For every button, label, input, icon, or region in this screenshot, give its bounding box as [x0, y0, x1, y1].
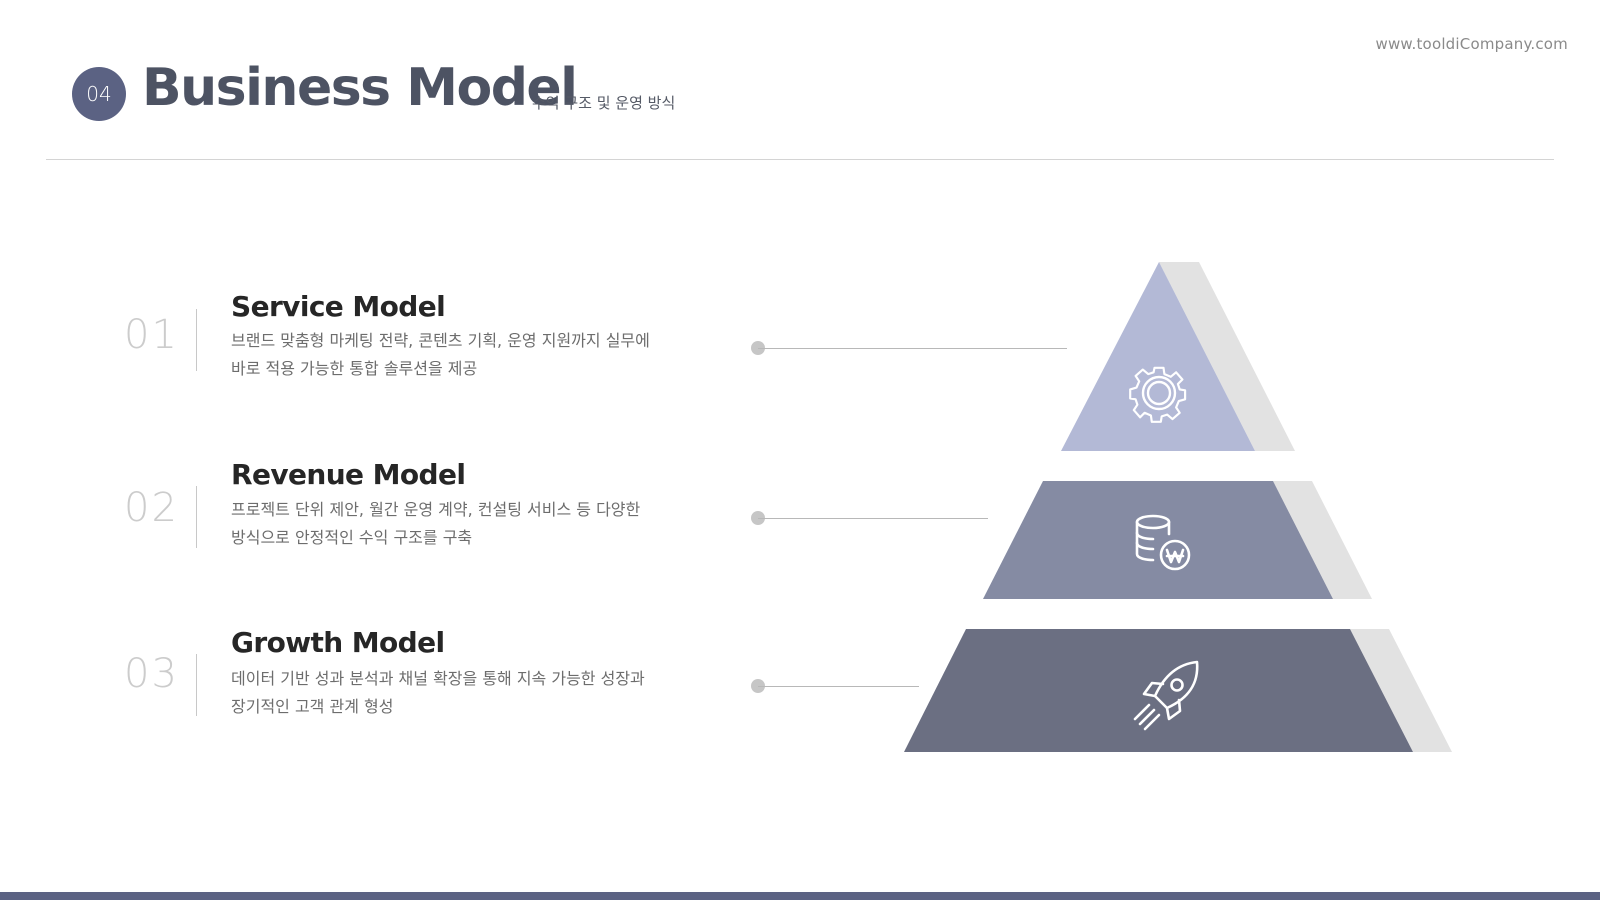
header-divider	[46, 159, 1554, 160]
pyramid-tier-top	[1061, 262, 1255, 451]
item-number: 01	[124, 312, 179, 358]
footer-bar	[0, 892, 1600, 900]
pyramid-tier-middle	[983, 481, 1333, 599]
item-number: 02	[124, 485, 179, 531]
item-description-line: 프로젝트 단위 제안, 월간 운영 계약, 컨설팅 서비스 등 다양한	[231, 500, 641, 519]
page-title: Business Model	[142, 58, 578, 118]
item-divider	[196, 654, 197, 716]
pyramid-tier-top-shadow	[1159, 262, 1295, 451]
item-description-line: 방식으로 안정적인 수익 구조를 구축	[231, 528, 473, 547]
connector-line	[758, 518, 988, 519]
item-divider	[196, 486, 197, 548]
item-description-line: 브랜드 맞춤형 마케팅 전략, 콘텐츠 기획, 운영 지원까지 실무에	[231, 331, 650, 350]
item-title-revenue-model: Revenue Model	[231, 458, 466, 491]
item-description-line: 장기적인 고객 관계 형성	[231, 697, 394, 716]
pyramid-tier-bottom-shadow	[1350, 629, 1452, 752]
website-url: www.tooldiCompany.com	[1375, 35, 1568, 53]
pyramid-tier-middle-shadow	[1273, 481, 1372, 599]
connector-line	[758, 686, 919, 687]
item-description-line: 바로 적용 가능한 통합 솔루션을 제공	[231, 359, 478, 378]
gear-icon	[1129, 366, 1187, 423]
page-subtitle: 수익 구조 및 운영 방식	[532, 94, 676, 112]
connector-line	[758, 348, 1067, 349]
coin-stack-won-icon	[1135, 514, 1191, 571]
item-description-line: 데이터 기반 성과 분석과 채널 확장을 통해 지속 가능한 성장과	[231, 669, 645, 688]
item-title-service-model: Service Model	[231, 290, 446, 323]
item-title-growth-model: Growth Model	[231, 626, 445, 659]
item-divider	[196, 309, 197, 371]
rocket-icon	[1133, 660, 1199, 731]
item-description: 브랜드 맞춤형 마케팅 전략, 콘텐츠 기획, 운영 지원까지 실무에 바로 적…	[231, 327, 681, 383]
item-description: 프로젝트 단위 제안, 월간 운영 계약, 컨설팅 서비스 등 다양한 방식으로…	[231, 496, 681, 552]
item-number: 03	[124, 651, 179, 697]
section-number-badge: 04	[72, 67, 126, 121]
item-description: 데이터 기반 성과 분석과 채널 확장을 통해 지속 가능한 성장과 장기적인 …	[231, 665, 681, 721]
